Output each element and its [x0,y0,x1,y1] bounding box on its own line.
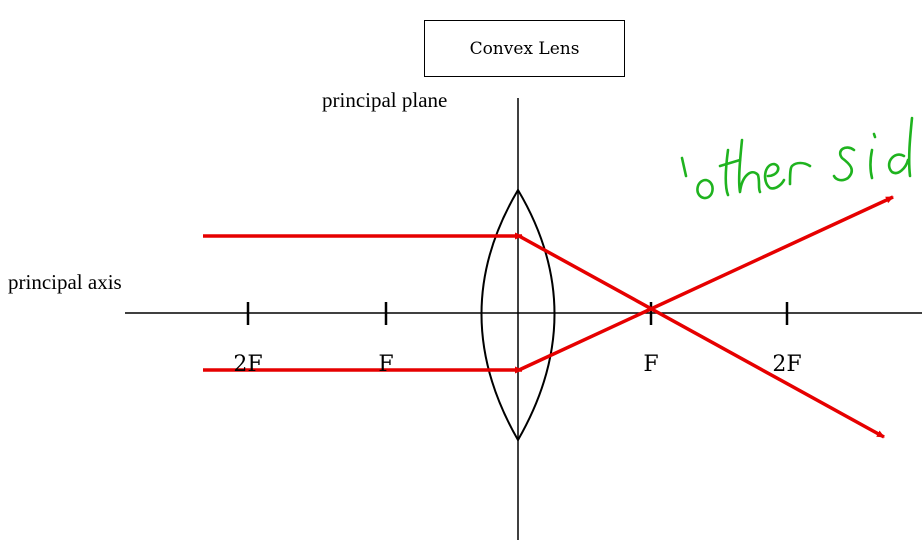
diagram-title: Convex Lens [424,20,625,77]
refracted-ray-bottom [518,195,894,372]
principal-plane-label: principal plane [322,88,448,112]
tick-label-2f-right: 2F [772,352,802,377]
handwritten-annotation [680,116,914,200]
tick-label-f-left: F [378,352,394,377]
principal-axis-label: principal axis [8,270,122,294]
convex-lens-shape [480,188,556,443]
refracted-ray-top [518,234,885,439]
tick-label-f-right: F [643,352,659,377]
tick-label-2f-left: 2F [233,352,263,377]
